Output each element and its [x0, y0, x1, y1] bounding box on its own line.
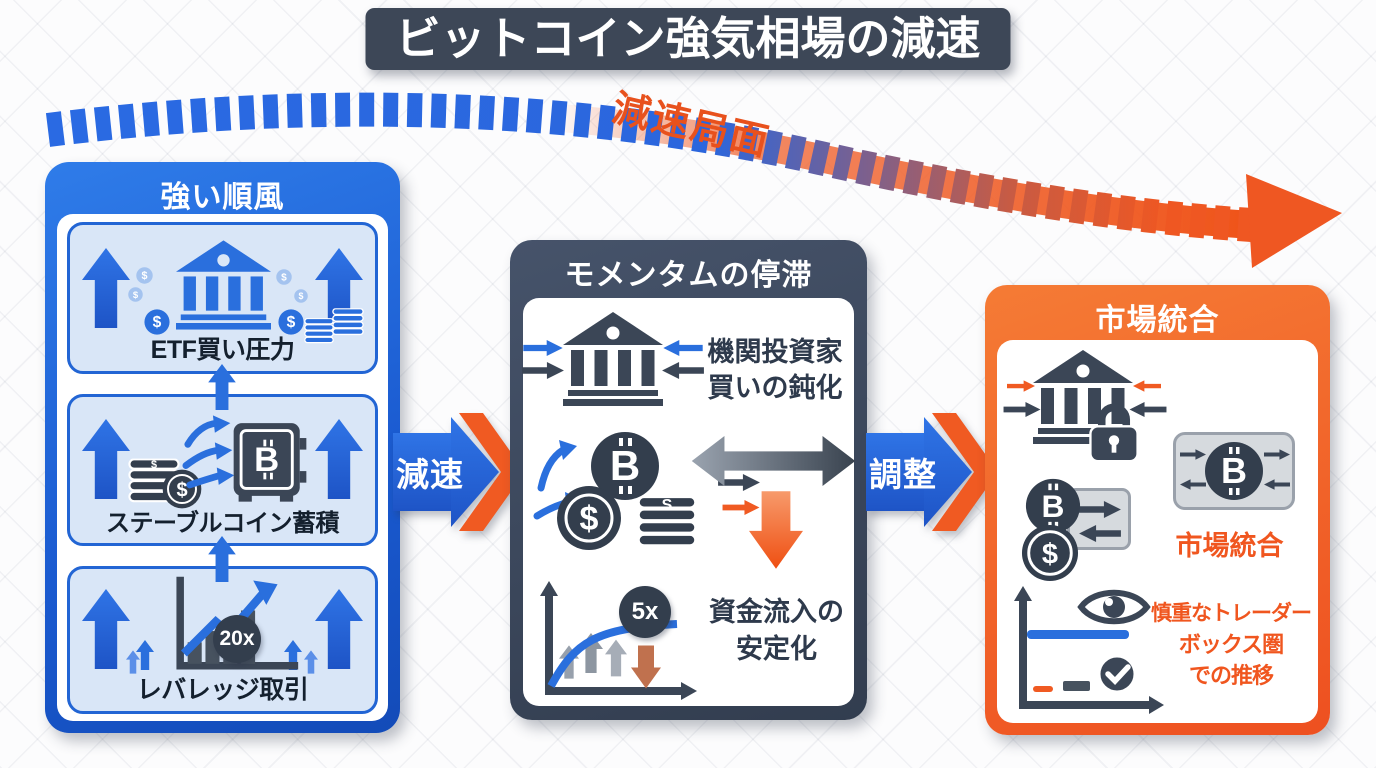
dollar-coin-icon: $ [136, 267, 153, 284]
flow-arrow-adjust-label: 調整 [869, 456, 937, 493]
stablecoin-accumulation-box: $ $ B [67, 394, 378, 546]
inflow-stabilization-line1: 資金流入の [709, 597, 844, 627]
svg-text:$: $ [142, 270, 148, 282]
inflow-stabilization-text: 資金流入の 安定化 [699, 594, 854, 668]
panel-momentum-stall-header: モメンタムの停滞 [564, 259, 813, 292]
crypto-coins-flow-icon: B S $ [533, 432, 698, 550]
leverage-trading-box: 20x レバレッジ取引 [67, 566, 378, 714]
market-consolidation-label: 市場統合 [1175, 531, 1284, 561]
bitcoin-range-card: B [1173, 432, 1295, 510]
flow-arrow-decelerate-label: 減速 [396, 456, 464, 493]
inflow-badge: 5x [619, 586, 671, 638]
coin-stack-icon: $ [128, 455, 180, 507]
panel-momentum-stall-body: 機関投資家 買いの鈍化 B S $ [523, 298, 854, 706]
coin-exchange-group: B $ [1009, 478, 1149, 603]
leverage-badge: 20x [213, 615, 261, 663]
inflow-stabilization-line2: 安定化 [736, 634, 817, 664]
svg-text:$: $ [580, 500, 599, 538]
bank-icon [176, 239, 271, 331]
bank-icon [563, 312, 663, 406]
cautious-trader-line1: 慎重なトレーダー [1151, 602, 1312, 625]
lock-icon [1089, 403, 1139, 463]
institutional-slowdown-line2: 買いの鈍化 [707, 373, 843, 403]
panel-market-consolidation: 市場統合 [985, 285, 1330, 735]
svg-text:$: $ [287, 314, 296, 331]
svg-text:$: $ [133, 290, 139, 301]
right-arrow-dark-icon [1001, 402, 1043, 417]
panel-strong-tailwind-body: $ $ $ $ $ $ ETF買い圧力 $ $ [57, 214, 388, 721]
dollar-coin-icon: $ [128, 287, 143, 302]
down-arrow-orange-icon [749, 490, 803, 570]
svg-text:$: $ [1042, 539, 1058, 571]
svg-text:$: $ [153, 314, 162, 331]
cautious-trader-text: 慎重なトレーダー ボックス圏 での推移 [1147, 598, 1315, 691]
flow-arrow-adjust: 調整 [866, 413, 1000, 531]
panel-strong-tailwind: 強い順風 $ $ $ $ $ $ ETF買い圧力 [45, 162, 400, 733]
up-arrow-icon [82, 409, 130, 509]
right-arrow-dark-icon [521, 362, 565, 379]
panel-strong-tailwind-header: 強い順風 [160, 181, 285, 214]
etf-buying-pressure-box: $ $ $ $ $ $ ETF買い圧力 [67, 222, 378, 374]
bitcoin-coin-icon: B [1025, 478, 1081, 534]
box-range-chart-icon [1014, 586, 1164, 714]
left-arrow-dark-icon [1180, 479, 1206, 490]
inflow-stabilization-chart-icon [540, 581, 697, 700]
svg-text:$: $ [281, 272, 287, 283]
panel-market-consolidation-body: B B $ [997, 340, 1318, 723]
up-arrow-connector-icon [200, 536, 244, 582]
svg-text:B: B [610, 442, 640, 489]
svg-text:$: $ [299, 291, 304, 301]
bank-icon [1033, 350, 1133, 444]
sideways-double-arrow-icon [691, 436, 856, 486]
left-arrow-orange-icon [1133, 380, 1161, 392]
right-arrow-dark-icon [1077, 501, 1123, 518]
bitcoin-coin-icon: B [1205, 442, 1263, 500]
svg-text:B: B [1221, 450, 1247, 491]
up-arrow-connector-icon [200, 364, 244, 410]
panel-momentum-stall: モメンタムの停滞 機関投資家 買いの鈍化 B [510, 240, 867, 720]
cautious-trader-line3: での推移 [1188, 663, 1274, 688]
up-arrow-icon [82, 579, 130, 679]
svg-text:B: B [1042, 488, 1065, 524]
safe-vault-bitcoin-icon: B [233, 423, 307, 502]
dollar-coin-icon: $ [1021, 524, 1079, 582]
right-arrow-orange-icon [1007, 380, 1035, 392]
right-arrow-dark-icon [1180, 449, 1206, 460]
left-arrow-dark-icon [1077, 525, 1123, 542]
institutional-slowdown-line1: 機関投資家 [707, 337, 843, 367]
etf-buying-pressure-label: ETF買い圧力 [150, 336, 295, 364]
panel-market-consolidation-header: 市場統合 [1095, 304, 1220, 337]
right-arrow-dark-icon [1264, 449, 1290, 460]
leverage-trading-label: レバレッジ取引 [136, 676, 309, 704]
svg-text:S: S [662, 497, 673, 514]
dollar-coin-icon: $ [162, 469, 202, 509]
right-arrow-blue-icon [523, 340, 563, 356]
up-arrow-icon [315, 579, 363, 679]
dollar-coin-icon: $ [294, 289, 308, 303]
svg-text:$: $ [176, 479, 187, 501]
dollar-coin-icon: $ [276, 269, 292, 285]
up-arrow-icon [315, 409, 363, 509]
institutional-slowdown-text: 機関投資家 買いの鈍化 [695, 334, 855, 406]
flow-arrow-decelerate: 減速 [393, 413, 527, 531]
block-arrow-icon [866, 413, 998, 531]
svg-text:$: $ [151, 459, 157, 471]
up-arrow-icon [82, 237, 130, 339]
cautious-trader-line2: ボックス圏 [1178, 632, 1284, 657]
stablecoin-accumulation-label: ステーブルコイン蓄積 [105, 510, 340, 537]
page-title: ビットコイン強気相場の減速 [365, 8, 1011, 70]
locked-bank-group [1005, 350, 1180, 475]
dollar-coin-icon: $ [144, 309, 170, 335]
dollar-coin-icon: $ [278, 309, 304, 335]
left-arrow-dark-icon [1264, 479, 1290, 490]
inflow-curved-arrows-icon [182, 415, 235, 489]
svg-text:B: B [254, 441, 279, 479]
